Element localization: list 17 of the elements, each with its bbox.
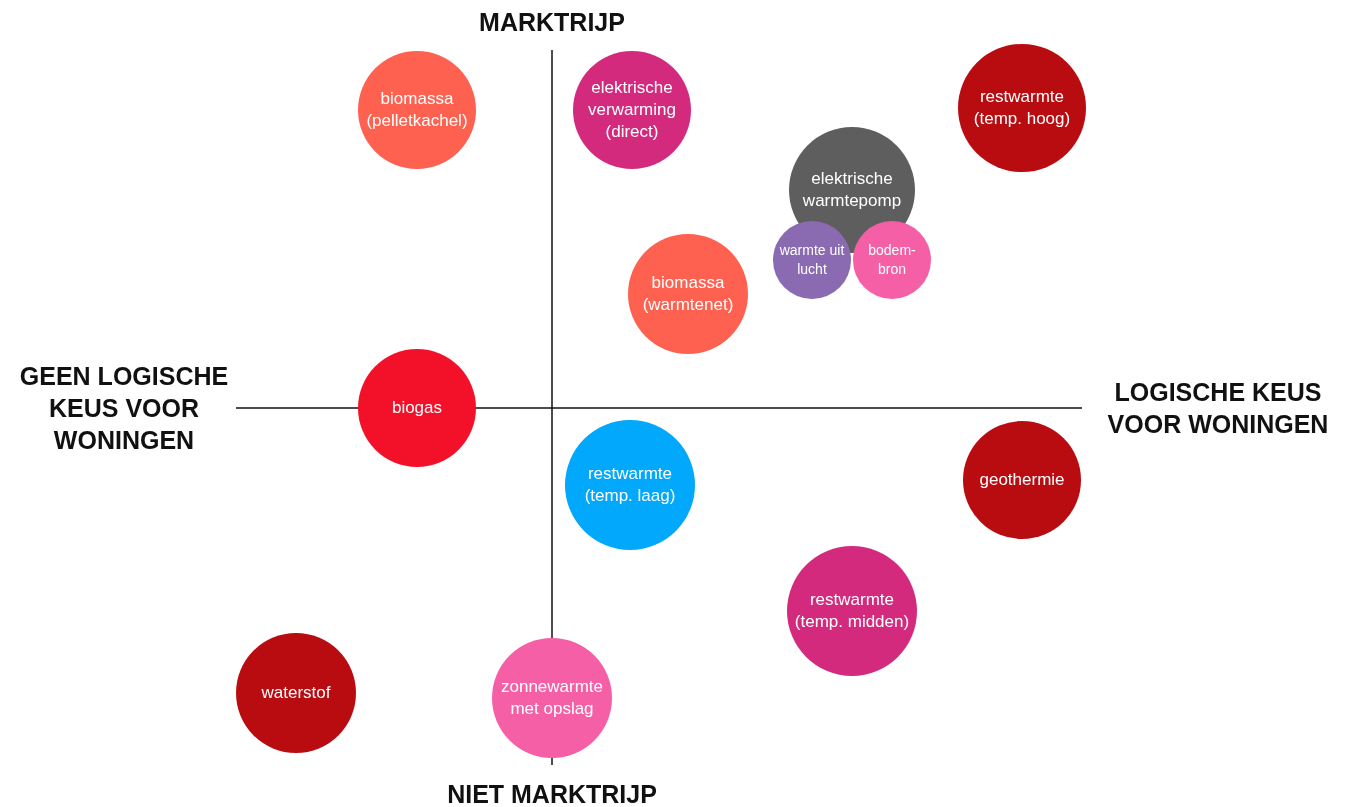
bubble-label: zonnewarmte met opslag (499, 676, 605, 720)
bubble-label: restwarmte (temp. laag) (583, 463, 677, 507)
bubble-label: elektrische verwarming (direct) (587, 77, 677, 143)
bubble-label: biomassa (warmtenet) (641, 272, 735, 316)
bubble-label: restwarmte (temp. hoog) (972, 86, 1072, 130)
bubble-label: waterstof (260, 682, 332, 704)
bubble-label: warmte uit lucht (778, 241, 846, 279)
axis-title: MARKTRIJP (478, 7, 626, 38)
axis-title: GEEN LOGISCHE KEUS VOOR WONINGEN (18, 361, 230, 456)
axis-title: LOGISCHE KEUS VOOR WONINGEN (1106, 377, 1330, 440)
bubble-label: bodem- bron (867, 241, 917, 279)
bubble-label: restwarmte (temp. midden) (793, 589, 911, 633)
bubble-label: elektrische warmtepomp (801, 168, 903, 212)
bubble-label: geothermie (978, 469, 1066, 491)
bubble-label: biomassa (pelletkachel) (365, 88, 469, 132)
bubble-label: biogas (390, 397, 444, 419)
axis-title: NIET MARKTRIJP (446, 779, 658, 807)
